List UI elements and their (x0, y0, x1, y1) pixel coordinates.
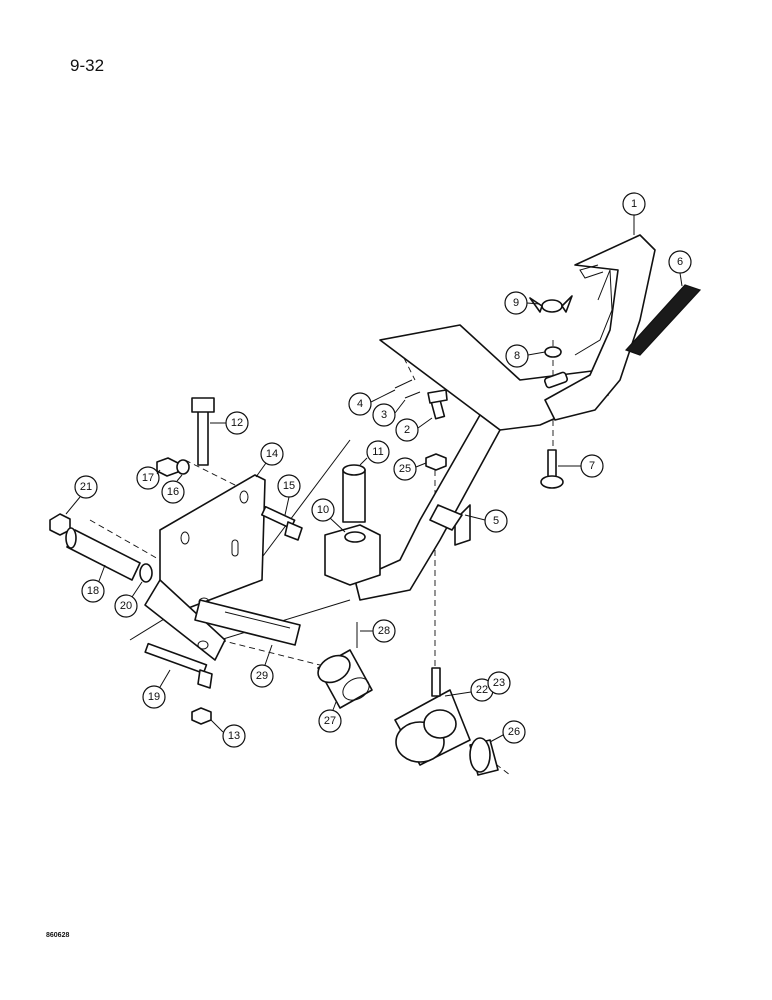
svg-text:14: 14 (266, 448, 278, 460)
lock-washer (176, 459, 190, 475)
cap-screw-plate (261, 505, 303, 541)
svg-text:5: 5 (493, 515, 499, 527)
callout-6: 6 (668, 250, 692, 287)
svg-text:29: 29 (256, 670, 268, 682)
callout-5: 5 (464, 509, 508, 533)
callout-15: 15 (277, 474, 301, 516)
callout-18: 18 (81, 564, 106, 603)
spacer-tube (342, 464, 366, 523)
callout-8: 8 (505, 344, 546, 368)
carriage-bolt (540, 449, 564, 489)
callout-17: 17 (136, 466, 161, 490)
svg-text:21: 21 (80, 481, 92, 493)
svg-text:12: 12 (231, 417, 243, 429)
long-bolt-lower (144, 642, 213, 689)
hex-nut (425, 453, 447, 471)
svg-text:1: 1 (631, 198, 637, 210)
cap-screw (427, 389, 448, 420)
svg-text:23: 23 (493, 677, 505, 689)
svg-text:27: 27 (324, 715, 336, 727)
svg-text:26: 26 (508, 726, 520, 738)
svg-text:3: 3 (381, 409, 387, 421)
svg-text:10: 10 (317, 504, 329, 516)
svg-text:8: 8 (514, 350, 520, 362)
callout-14: 14 (255, 442, 284, 478)
callout-2: 2 (395, 417, 433, 442)
callout-10: 10 (311, 498, 346, 533)
bushing (469, 737, 499, 776)
hex-nut-lower (191, 707, 212, 725)
svg-text:17: 17 (142, 472, 154, 484)
spring-pin (394, 379, 413, 389)
flat-washer-rod (139, 563, 153, 583)
svg-text:11: 11 (372, 446, 383, 458)
callout-7: 7 (558, 454, 604, 478)
roll-pin (404, 391, 421, 399)
svg-text:15: 15 (283, 480, 295, 492)
pivot-block (324, 524, 381, 586)
long-bolt-vertical (191, 397, 215, 466)
locknut (156, 457, 179, 477)
callout-11: 11 (359, 440, 390, 466)
page-number: 9-32 (70, 56, 105, 75)
pedal-lever (354, 324, 609, 601)
rod-sleeve (65, 527, 141, 581)
callout-21: 21 (65, 475, 98, 515)
callout-1: 1 (622, 192, 646, 235)
svg-text:9: 9 (513, 297, 519, 309)
svg-text:4: 4 (357, 398, 363, 410)
svg-text:16: 16 (167, 486, 179, 498)
callout-4: 4 (348, 389, 396, 416)
pivot-shaft (194, 599, 301, 646)
wing-nut (529, 295, 573, 313)
callout-12: 12 (210, 411, 249, 435)
pedal-pad-bracket (543, 234, 656, 421)
callout-20: 20 (114, 581, 143, 618)
callout-16: 16 (161, 474, 185, 504)
svg-text:22: 22 (476, 684, 488, 696)
callout-23: 23 (487, 671, 511, 695)
svg-text:25: 25 (399, 463, 411, 475)
callout-13: 13 (210, 719, 246, 748)
callout-27: 27 (318, 701, 342, 733)
svg-text:2: 2 (404, 424, 410, 436)
callout-3: 3 (372, 399, 406, 427)
document-code: 860628 (46, 932, 70, 939)
svg-text:18: 18 (87, 585, 99, 597)
svg-text:7: 7 (589, 460, 595, 472)
pedal-pad-rubber (624, 284, 702, 356)
svg-text:6: 6 (677, 256, 683, 268)
callout-29: 29 (250, 644, 274, 688)
callout-25: 25 (393, 457, 427, 481)
callout-19: 19 (142, 669, 171, 709)
callout-28: 28 (360, 619, 396, 643)
callout-9: 9 (504, 291, 541, 315)
svg-text:13: 13 (228, 730, 240, 742)
callout-26: 26 (489, 720, 526, 744)
svg-text:19: 19 (148, 691, 160, 703)
svg-text:28: 28 (378, 625, 390, 637)
splined-hub (317, 649, 373, 709)
svg-text:20: 20 (120, 600, 132, 612)
flat-washer (544, 346, 562, 358)
clamp-collar (394, 667, 471, 766)
